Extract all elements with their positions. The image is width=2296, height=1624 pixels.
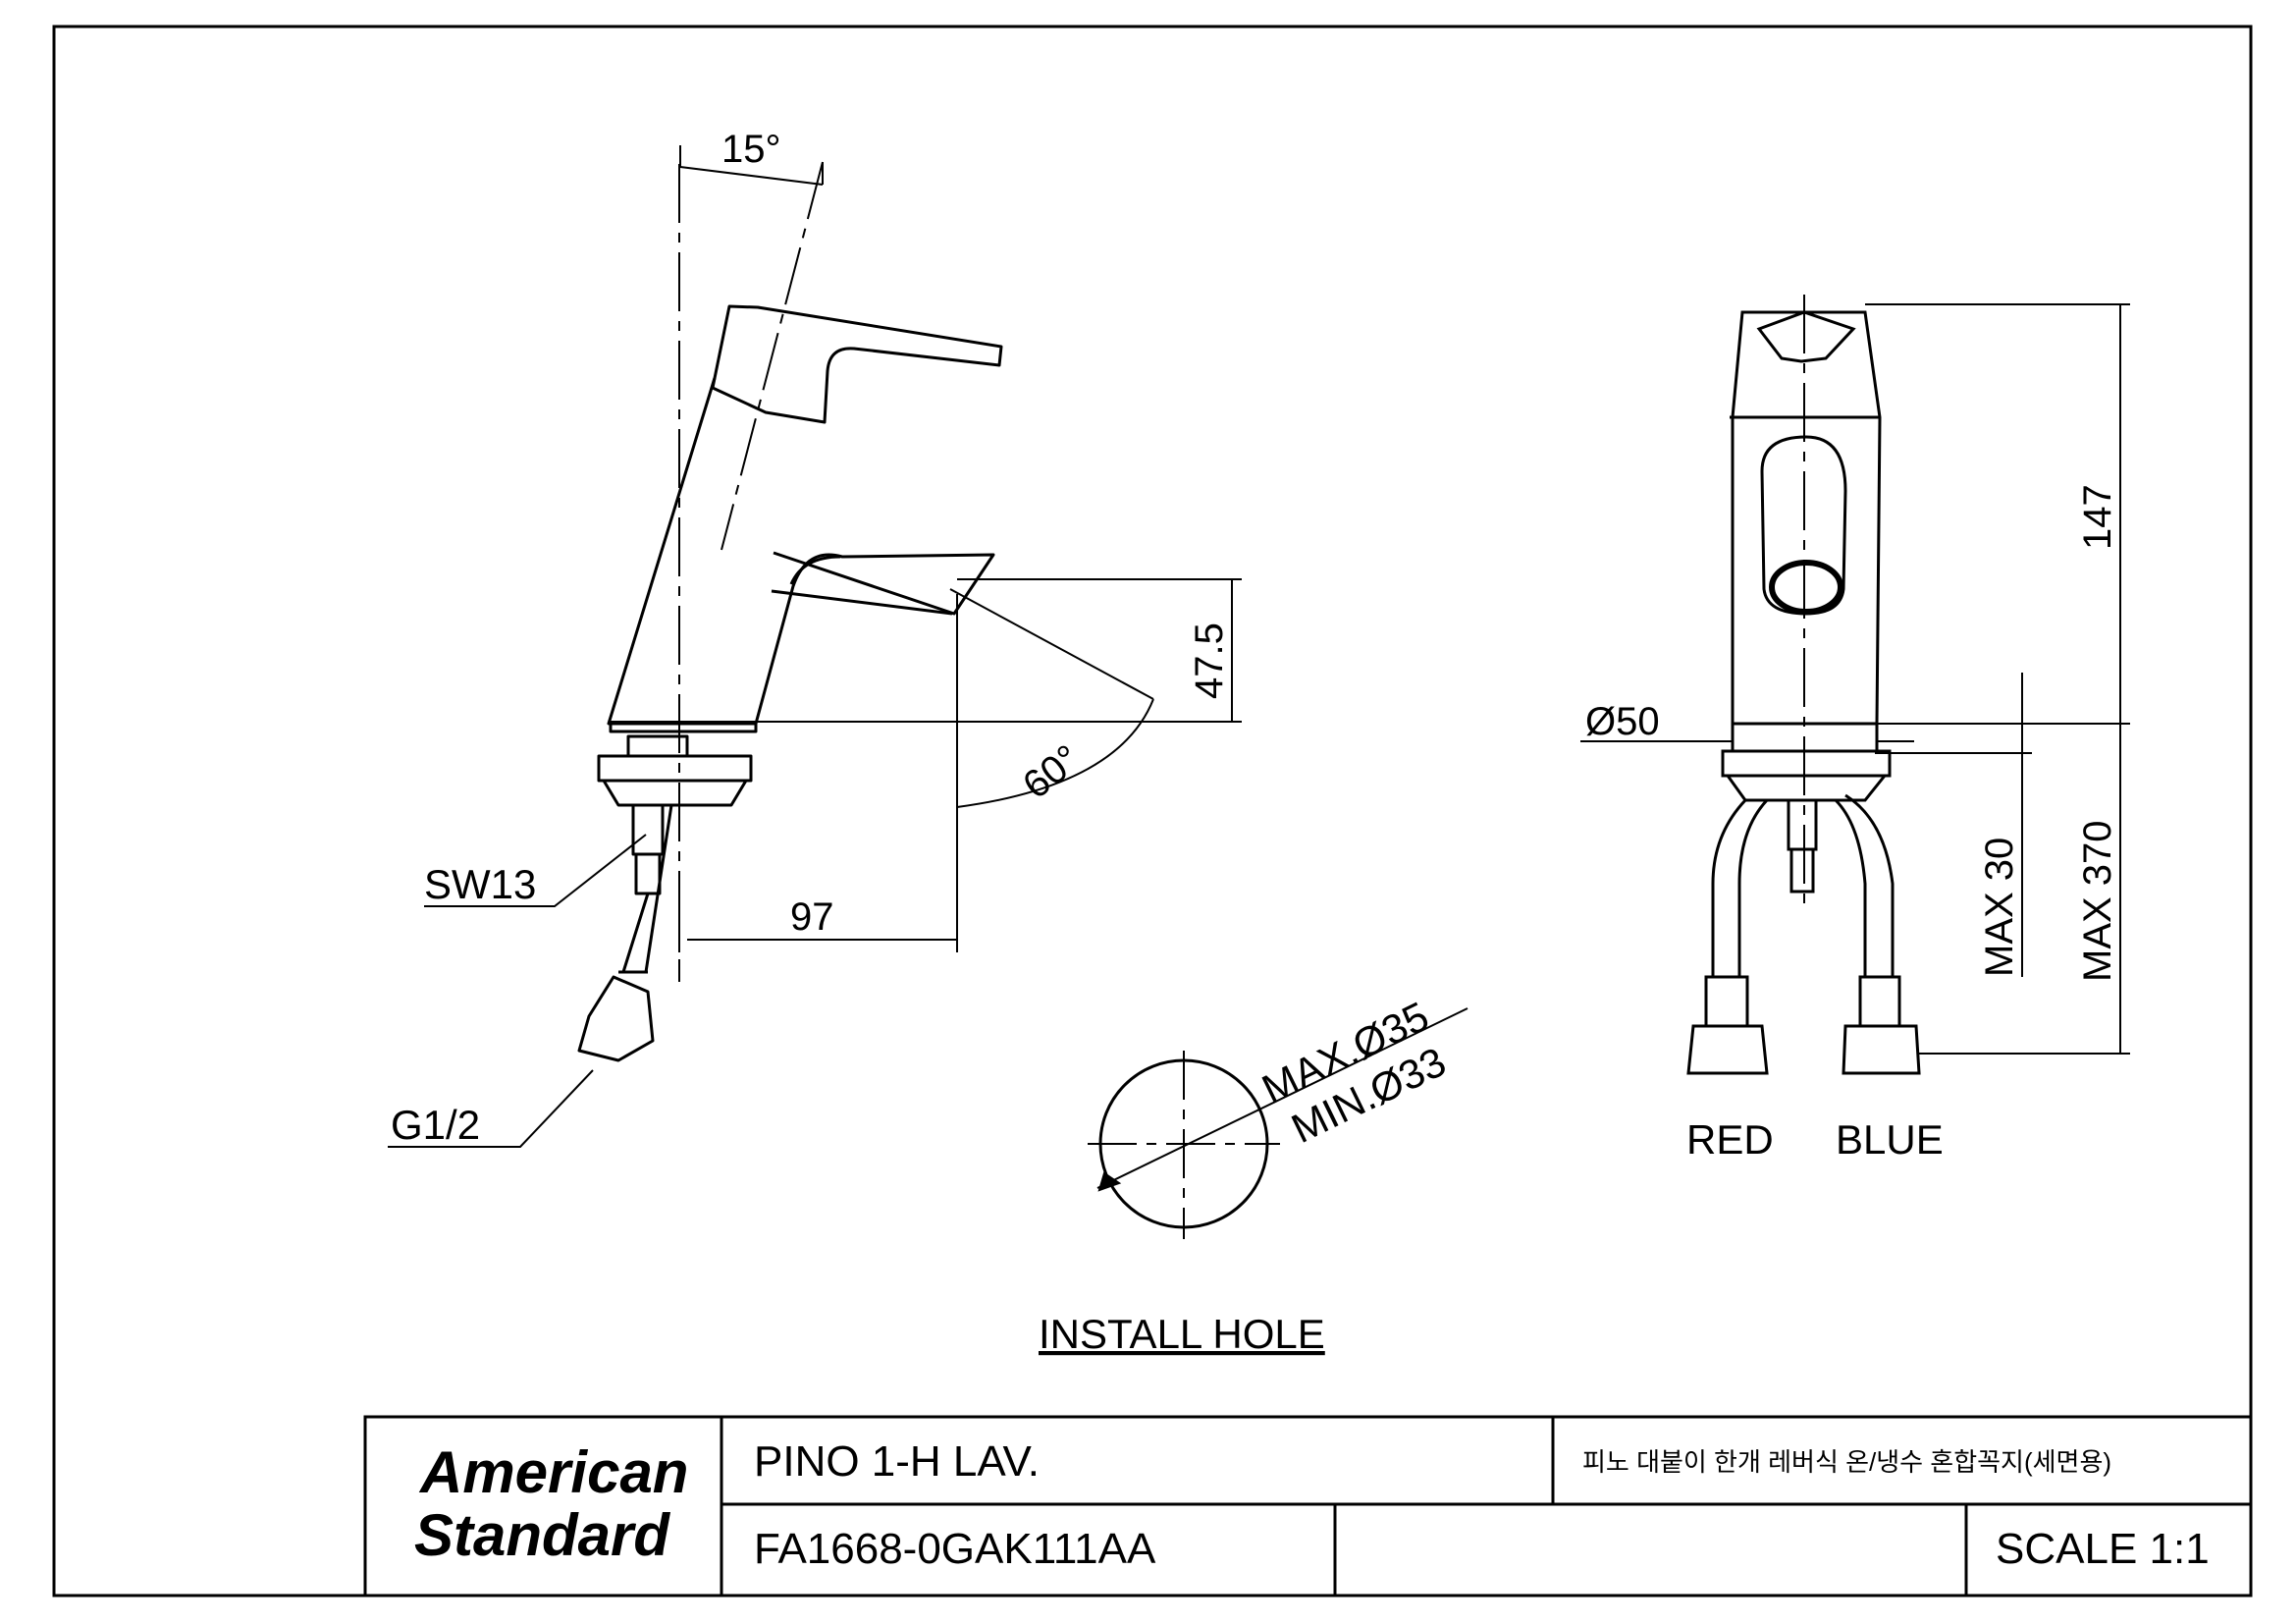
scale-label: SCALE 1:1 <box>1996 1525 2210 1573</box>
side-dimensions <box>1580 303 2130 1055</box>
threaded-stud <box>631 803 665 895</box>
max-370-label: MAX 370 <box>2076 820 2119 982</box>
max-30-label: MAX 30 <box>1978 838 2021 977</box>
hot-hose <box>1711 798 1769 977</box>
hose-nut <box>577 975 655 1062</box>
install-hole-centerlines <box>1088 1051 1280 1239</box>
supply-hose <box>618 804 673 974</box>
product-name: PINO 1-H LAV. <box>754 1437 1040 1486</box>
model-code: FA1668-0GAK111AA <box>754 1525 1156 1573</box>
height-47-5-label: 47.5 <box>1188 623 1231 699</box>
side-mounting-nut <box>1721 749 1892 802</box>
front-dimensions <box>388 145 1242 1148</box>
spout-aerator <box>1769 560 1843 615</box>
install-hole-caption: INSTALL HOLE <box>1039 1311 1325 1357</box>
install-hole-detail <box>1088 1007 1468 1239</box>
drawing-border <box>52 25 2253 1597</box>
cold-fitting <box>1842 975 1921 1075</box>
product-name-korean: 피노 대붙이 한개 레버식 온/냉수 혼합꼭지(세면용) <box>1582 1447 2111 1477</box>
brand-logo-line2: Standard <box>414 1502 670 1568</box>
brand-logo-line1: American <box>418 1439 688 1505</box>
diameter-50-label: Ø50 <box>1585 700 1660 743</box>
side-spout <box>1760 435 1847 616</box>
hot-fitting <box>1686 975 1769 1075</box>
g1-2-label: G1/2 <box>391 1102 480 1148</box>
spout-outline <box>771 555 953 616</box>
cold-hose <box>1834 793 1895 977</box>
reach-97-label: 97 <box>790 895 834 939</box>
angle-15-label: 15° <box>721 128 781 171</box>
install-hole-leader <box>1096 1007 1468 1189</box>
lever-handle <box>711 304 1003 424</box>
faucet-base <box>609 724 758 733</box>
title-block <box>363 1415 2253 1597</box>
height-147-label: 147 <box>2076 484 2119 550</box>
side-body-outline <box>1731 310 1882 726</box>
blue-label: BLUE <box>1836 1116 1944 1163</box>
front-view <box>577 161 1003 1062</box>
side-handle <box>1756 310 1856 363</box>
mounting-nut <box>597 734 753 807</box>
side-view <box>1686 295 1921 1075</box>
red-label: RED <box>1686 1116 1774 1163</box>
faucet-body-outline <box>607 377 995 726</box>
sw13-label: SW13 <box>424 861 536 907</box>
front-centerline <box>678 161 824 982</box>
angle-60-label: 60° <box>1015 736 1089 807</box>
side-threaded-stud <box>1787 798 1818 893</box>
